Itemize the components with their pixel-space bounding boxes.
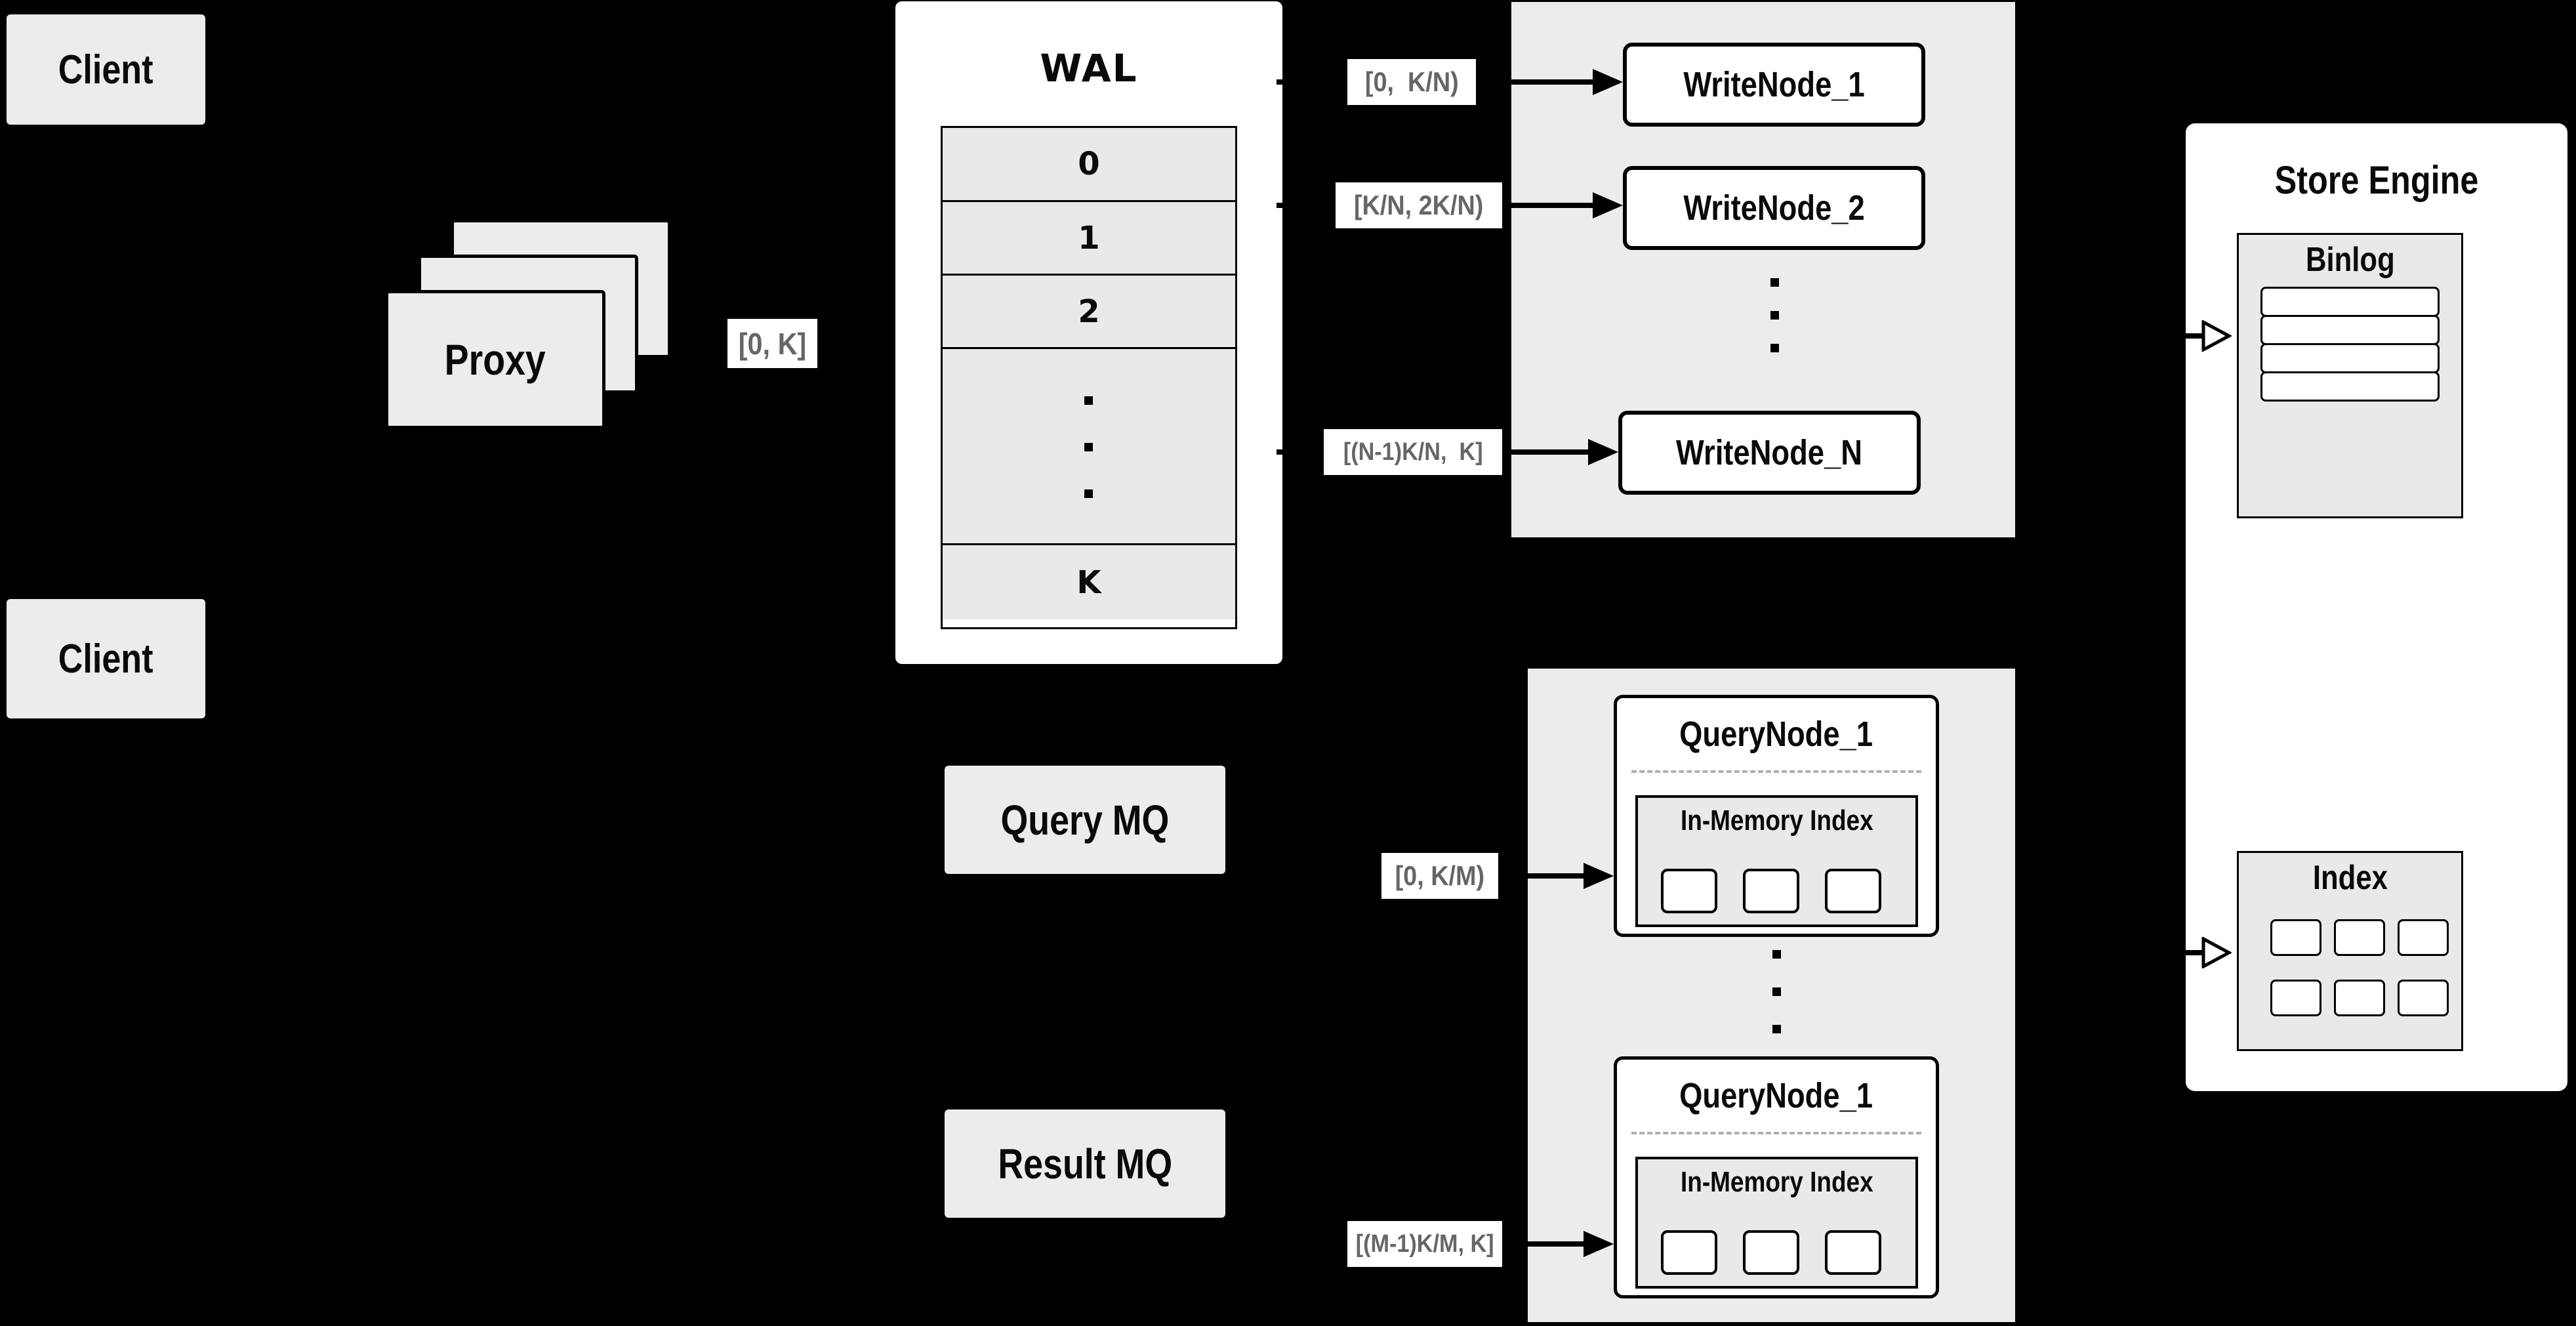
memory-segment-cell [1743, 1230, 1799, 1275]
range-label-query-m: [(M-1)K/M, K] [1347, 1221, 1502, 1267]
index-cell [2334, 919, 2385, 956]
wal-table: 0 1 2 K [941, 126, 1237, 629]
dashed-separator [1631, 770, 1921, 773]
arrow-right-icon [1584, 1231, 1614, 1257]
index-title: Index [2312, 859, 2388, 897]
in-memory-index-title: In-Memory Index [1680, 804, 1873, 837]
open-arrow-right-icon [2201, 937, 2232, 968]
wal-row-ellipsis [943, 349, 1235, 545]
index-cell [2270, 980, 2321, 1016]
index-cell [2398, 980, 2449, 1016]
ellipsis-dot-icon [1770, 311, 1779, 320]
query-node-title: QueryNode_1 [1679, 715, 1873, 754]
in-memory-index-box: In-Memory Index [1635, 795, 1918, 927]
proxy-box-front: Proxy [385, 290, 605, 429]
ellipsis-dot-icon [1772, 1025, 1781, 1033]
client-box-top: Client [7, 14, 205, 125]
arrow-right-icon [1588, 439, 1618, 465]
write-node-2: WriteNode_2 [1623, 166, 1925, 250]
wal-row-k: K [943, 545, 1235, 619]
arrow-line [1489, 1241, 1587, 1247]
arrow-line [1489, 873, 1587, 879]
index-cell [2334, 980, 2385, 1016]
in-memory-index-title: In-Memory Index [1680, 1166, 1873, 1198]
write-node-n: WriteNode_N [1618, 411, 1921, 495]
write-node-1: WriteNode_1 [1623, 43, 1925, 127]
arrow-line [2186, 950, 2204, 955]
query-node-1: QueryNode_1 In-Memory Index [1614, 695, 1939, 937]
store-engine-box: Store Engine Binlog Index [2186, 123, 2567, 1091]
range-label-write-1: [0, K/N) [1347, 59, 1476, 105]
range-label-query-1: [0, K/M) [1381, 853, 1498, 899]
ellipsis-dot-icon [1770, 344, 1779, 352]
memory-segment-cell [1661, 869, 1717, 913]
wal-row-2: 2 [943, 276, 1235, 349]
binlog-box: Binlog [2237, 233, 2463, 518]
memory-segment-cell [1743, 869, 1799, 913]
ellipsis-dot-icon [1772, 950, 1781, 959]
arrow-right-icon [1584, 863, 1614, 889]
binlog-row [2260, 371, 2440, 402]
arrow-right-icon [1593, 192, 1623, 218]
binlog-row [2260, 287, 2440, 317]
client-box-bottom: Client [7, 599, 205, 718]
ellipsis-dot-icon [1084, 443, 1093, 451]
memory-segment-cell [1825, 1230, 1881, 1275]
binlog-row [2260, 343, 2440, 373]
index-box: Index [2237, 851, 2463, 1051]
arrow-right-icon [1593, 69, 1623, 95]
wal-box: WAL 0 1 2 K [895, 1, 1282, 664]
result-mq-box: Result MQ [945, 1109, 1225, 1218]
index-cell [2398, 919, 2449, 956]
query-node-title: QueryNode_1 [1679, 1076, 1873, 1115]
memory-segment-cell [1661, 1230, 1717, 1275]
ellipsis-dot-icon [1770, 278, 1779, 287]
ellipsis-dot-icon [1084, 489, 1093, 498]
query-mq-box: Query MQ [945, 766, 1225, 874]
store-engine-title: Store Engine [2274, 158, 2479, 202]
in-memory-index-box: In-Memory Index [1635, 1157, 1918, 1289]
binlog-row [2260, 315, 2440, 345]
wal-row-0: 0 [943, 128, 1235, 202]
ellipsis-dot-icon [1084, 396, 1093, 405]
binlog-title: Binlog [2305, 241, 2395, 279]
memory-segment-cell [1825, 869, 1881, 913]
query-node-2: QueryNode_1 In-Memory Index [1614, 1056, 1939, 1298]
arrow-line [2186, 333, 2204, 339]
range-label-proxy-out: [0, K] [727, 319, 817, 368]
dashed-separator [1631, 1132, 1921, 1134]
wal-title: WAL [1040, 46, 1138, 91]
range-label-write-2: [K/N, 2K/N) [1336, 182, 1502, 228]
ellipsis-dot-icon [1772, 987, 1781, 996]
index-cell [2270, 919, 2321, 956]
wal-row-1: 1 [943, 202, 1235, 276]
range-label-write-n: [(N-1)K/N, K] [1324, 429, 1502, 475]
open-arrow-right-icon [2201, 320, 2232, 352]
